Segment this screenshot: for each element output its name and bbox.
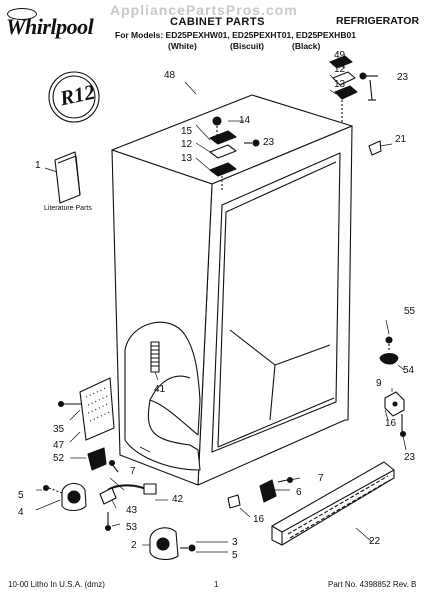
literature-label: Literature Parts [44,205,92,212]
callout-47: 47 [53,440,65,451]
callout-35: 35 [53,424,65,435]
bracket-right [384,391,407,438]
machine-compartment [124,321,201,471]
callout-4: 4 [18,507,24,518]
callout-23-right: 23 [404,452,416,463]
callout-6: 6 [296,487,302,498]
page-title: CABINET PARTS [170,16,265,28]
callout-23-middle: 23 [263,137,275,148]
callout-54: 54 [403,365,415,376]
footer-page-number: 1 [214,580,219,589]
callout-48: 48 [164,70,176,81]
brand-logo: Whirlpool [6,14,94,39]
callout-5-bottom: 5 [232,550,238,561]
brand-logo-ring [7,8,37,20]
callout-42: 42 [172,494,184,505]
color-black: (Black) [292,41,321,51]
callout-52: 52 [53,453,65,464]
footer-part-number: Part No. 4398852 Rev. B [328,580,417,589]
model-colors: (White) (Biscuit) (Black) [168,41,354,51]
part-22-toe-grille [271,461,395,546]
hinge-bottom [227,476,294,509]
r12-badge [48,71,100,123]
part-2-valve [149,527,196,561]
hinge-top-right [329,55,378,122]
callout-13-middle: 13 [181,153,193,164]
category-label: REFRIGERATOR [336,15,420,27]
color-white: (White) [168,41,197,51]
callout-12-top: 12 [334,64,346,75]
bracket-left [57,377,115,441]
part-54-55-roller [379,336,399,365]
callout-7-left: 7 [130,466,136,477]
hinge-middle [209,116,260,192]
part-4-relay [42,482,87,512]
literature-parts-booklet [54,151,81,204]
callout-21: 21 [395,134,407,145]
footer-litho: 10-00 Litho In U.S.A. (dmz) [8,580,105,589]
callout-12-middle: 12 [181,139,193,150]
part-41-grommet [150,341,160,373]
model-list: For Models: ED25PEXHW01, ED25PEXHT01, ED… [115,30,356,40]
watermark: AppliancePartsPros.com [110,2,298,18]
callout-22: 22 [369,536,381,547]
callout-2: 2 [131,540,137,551]
callout-7-right: 7 [318,473,324,484]
callout-9: 9 [376,378,382,389]
callout-13-top: 13 [334,79,346,90]
callout-55: 55 [404,306,416,317]
callout-53: 53 [126,522,138,533]
part-42-43-tube [99,483,157,505]
part-21-clip [368,140,382,156]
callout-5-left: 5 [18,490,24,501]
part-52-bracket [87,447,107,471]
callout-16-bottom: 16 [253,514,265,525]
cabinet-opening [211,152,341,453]
callout-1: 1 [35,160,41,171]
color-biscuit: (Biscuit) [230,41,264,51]
callout-14: 14 [239,115,251,126]
callout-49: 49 [334,50,346,61]
callout-23-top: 23 [397,72,409,83]
callout-15: 15 [181,126,193,137]
callout-3: 3 [232,537,238,548]
callout-41: 41 [154,384,166,395]
callout-16-right: 16 [385,418,397,429]
callout-43: 43 [126,505,138,516]
